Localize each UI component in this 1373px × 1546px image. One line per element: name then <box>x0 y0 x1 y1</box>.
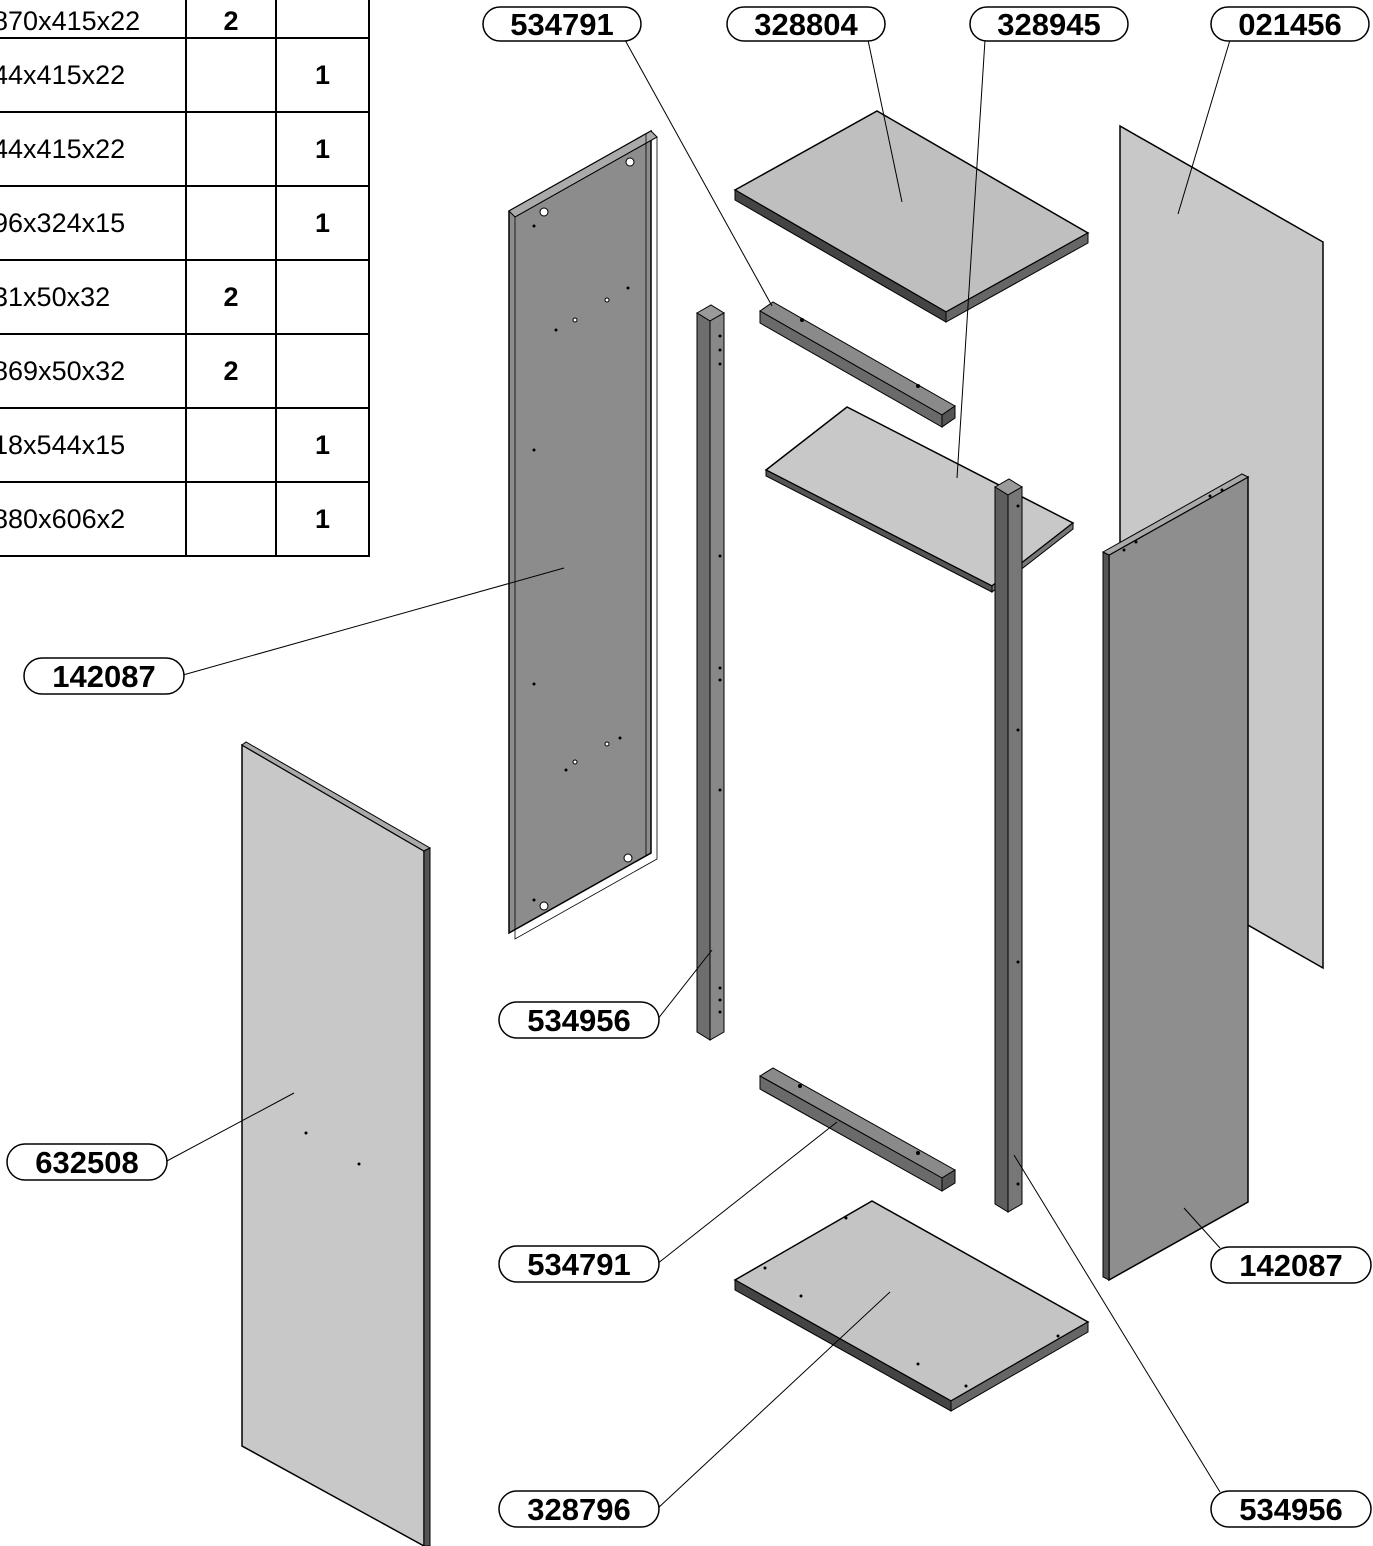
table-row: 818x544x15 1 <box>0 407 370 483</box>
callout-back-panel: 021456 <box>1210 6 1370 42</box>
part-qty-b: 1 <box>275 185 370 261</box>
door-panel <box>241 741 432 1546</box>
part-dimensions: 644x415x22 <box>0 111 187 187</box>
post-right <box>994 478 1023 1213</box>
part-dimensions: 1869x50x32 <box>0 333 187 409</box>
top-rail <box>759 301 956 428</box>
callout-label: 534956 <box>527 1003 630 1038</box>
post-left <box>696 304 725 1041</box>
part-qty-a: 2 <box>185 333 277 409</box>
callout-label: 142087 <box>52 659 155 694</box>
top-panel <box>733 110 1090 323</box>
bottom-rail <box>759 1067 956 1192</box>
part-qty-b <box>275 259 370 335</box>
table-row: 531x50x32 2 <box>0 259 370 335</box>
callout-side-panel-left: 142087 <box>23 657 185 695</box>
callout-label: 632508 <box>35 1145 138 1180</box>
part-dimensions: 531x50x32 <box>0 259 187 335</box>
part-qty-b <box>275 333 370 409</box>
callout-post-left: 534956 <box>498 1001 660 1039</box>
callout-label: 142087 <box>1239 1248 1342 1283</box>
part-dimensions: 596x324x15 <box>0 185 187 261</box>
callout-label: 328796 <box>527 1492 630 1527</box>
callout-shelf: 328945 <box>969 6 1129 42</box>
callout-top-panel: 328804 <box>726 6 886 42</box>
part-qty-b: 1 <box>275 481 370 557</box>
table-row: 1869x50x32 2 <box>0 333 370 409</box>
callout-label: 328804 <box>754 7 858 42</box>
callout-label: 534791 <box>527 1247 630 1282</box>
bottom-panel <box>733 1200 1090 1412</box>
part-qty-b: 1 <box>275 407 370 483</box>
part-qty-b: 1 <box>275 111 370 187</box>
leader-lines <box>164 39 1231 1510</box>
part-qty-a: 2 <box>185 0 277 39</box>
part-dimensions: 644x415x22 <box>0 37 187 113</box>
callout-door-panel: 632508 <box>6 1143 168 1181</box>
part-qty-a <box>185 185 277 261</box>
part-qty-a: 2 <box>185 259 277 335</box>
table-row: 1870x415x22 2 <box>0 0 370 39</box>
parts-table: 1870x415x22 2 644x415x22 1 644x415x22 1 … <box>0 0 370 557</box>
table-row: 596x324x15 1 <box>0 185 370 261</box>
callout-bottom-rail: 534791 <box>498 1245 660 1283</box>
shelf <box>764 406 1075 594</box>
part-qty-a <box>185 37 277 113</box>
table-row: 644x415x22 1 <box>0 111 370 187</box>
table-row: 1880x606x2 1 <box>0 481 370 557</box>
callout-top-rail: 534791 <box>482 6 642 42</box>
part-dimensions: 818x544x15 <box>0 407 187 483</box>
callout-label: 328945 <box>997 7 1100 42</box>
part-dimensions: 1870x415x22 <box>0 0 187 39</box>
table-row: 644x415x22 1 <box>0 37 370 113</box>
callout-bottom-panel: 328796 <box>498 1490 660 1528</box>
callout-label: 021456 <box>1238 7 1341 42</box>
part-qty-b <box>275 0 370 39</box>
callout-label: 534956 <box>1239 1492 1342 1527</box>
part-qty-b: 1 <box>275 37 370 113</box>
callout-side-panel-right: 142087 <box>1210 1246 1372 1284</box>
part-qty-a <box>185 111 277 187</box>
part-qty-a <box>185 481 277 557</box>
side-panel-right <box>1101 473 1250 1282</box>
callout-post-right: 534956 <box>1210 1490 1372 1528</box>
side-panel-left <box>508 129 658 940</box>
callout-label: 534791 <box>510 7 613 42</box>
part-dimensions: 1880x606x2 <box>0 481 187 557</box>
part-qty-a <box>185 407 277 483</box>
